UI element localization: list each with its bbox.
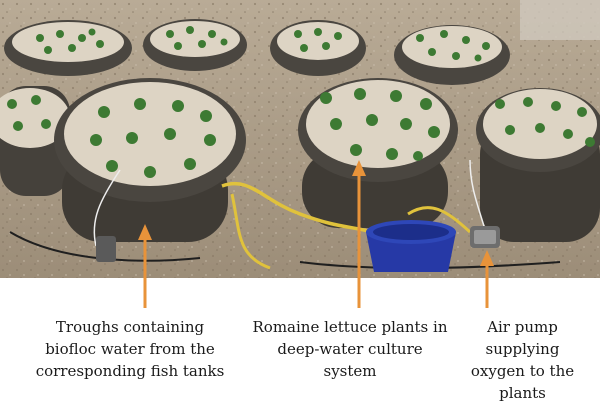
lettuce-plants [7,26,595,178]
label-air-pump: Air pump supplying oxygen to the plants [470,318,575,402]
air-pump-device [96,226,500,262]
label-troughs: Troughs containing biofloc water from th… [35,318,225,380]
greenhouse-wall [520,0,600,40]
greenhouse-photo [0,0,600,278]
blue-bucket [366,220,456,272]
label-lettuce-plants: Romaine lettuce plants in deep-water cul… [252,318,448,380]
